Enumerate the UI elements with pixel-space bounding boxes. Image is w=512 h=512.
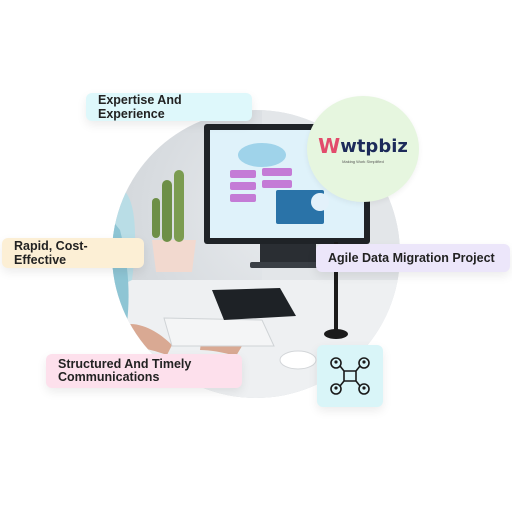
rapid-text: Rapid, Cost-Effective: [14, 239, 88, 267]
agile-text: Agile Data Migration Project: [328, 251, 495, 265]
wtpbiz-logo: W wtpbiz Making Work Simplified: [318, 134, 408, 164]
wtpbiz-logo-badge: W wtpbiz Making Work Simplified: [307, 96, 419, 202]
structured-line-2: Communications: [58, 370, 160, 384]
expertise-text: Expertise And Experience: [98, 93, 182, 121]
structured-label: Structured And Timely Communications: [46, 354, 242, 388]
logo-tagline: Making Work Simplified: [342, 159, 384, 164]
rapid-label: Rapid, Cost-Effective: [2, 238, 144, 268]
network-users-card: [317, 345, 383, 407]
structured-text: Structured And Timely Communications: [58, 358, 191, 384]
expertise-label: Expertise And Experience: [86, 93, 252, 121]
logo-mark-icon: W: [318, 134, 340, 158]
structured-line-1: Structured And Timely: [58, 357, 192, 371]
agile-label: Agile Data Migration Project: [316, 244, 510, 272]
logo-name: wtpbiz: [340, 135, 408, 157]
network-users-icon: [330, 357, 370, 395]
